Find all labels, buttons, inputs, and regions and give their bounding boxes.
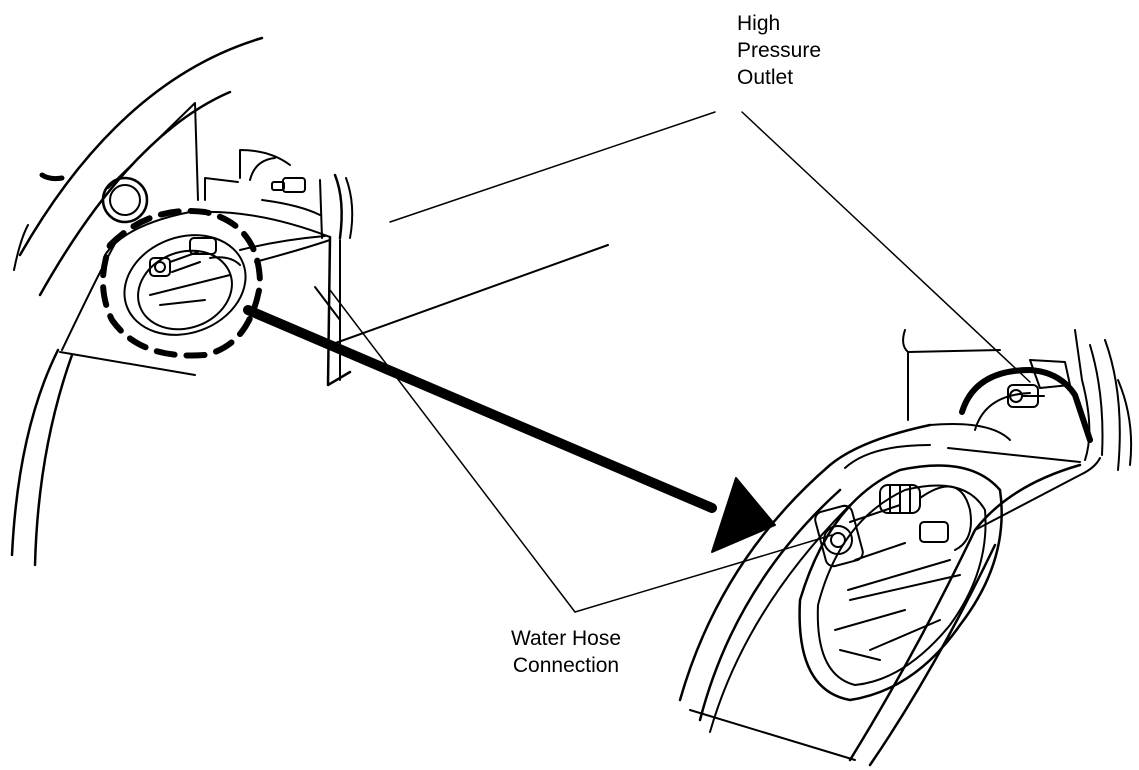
high-pressure-outlet-label: High Pressure Outlet: [737, 10, 821, 91]
label-line: Pressure: [737, 39, 822, 62]
zoom-arrow: [243, 305, 776, 553]
leader-lines: [329, 111, 1031, 613]
label-line: Connection: [512, 654, 620, 677]
label-line: High: [737, 12, 781, 35]
label-line: Water Hose: [510, 627, 622, 650]
label-line: Outlet: [737, 66, 794, 89]
unit-overview: [10, 36, 716, 567]
closeup-detail: [678, 329, 1133, 767]
water-hose-connection-label: Water Hose Connection: [495, 625, 637, 679]
